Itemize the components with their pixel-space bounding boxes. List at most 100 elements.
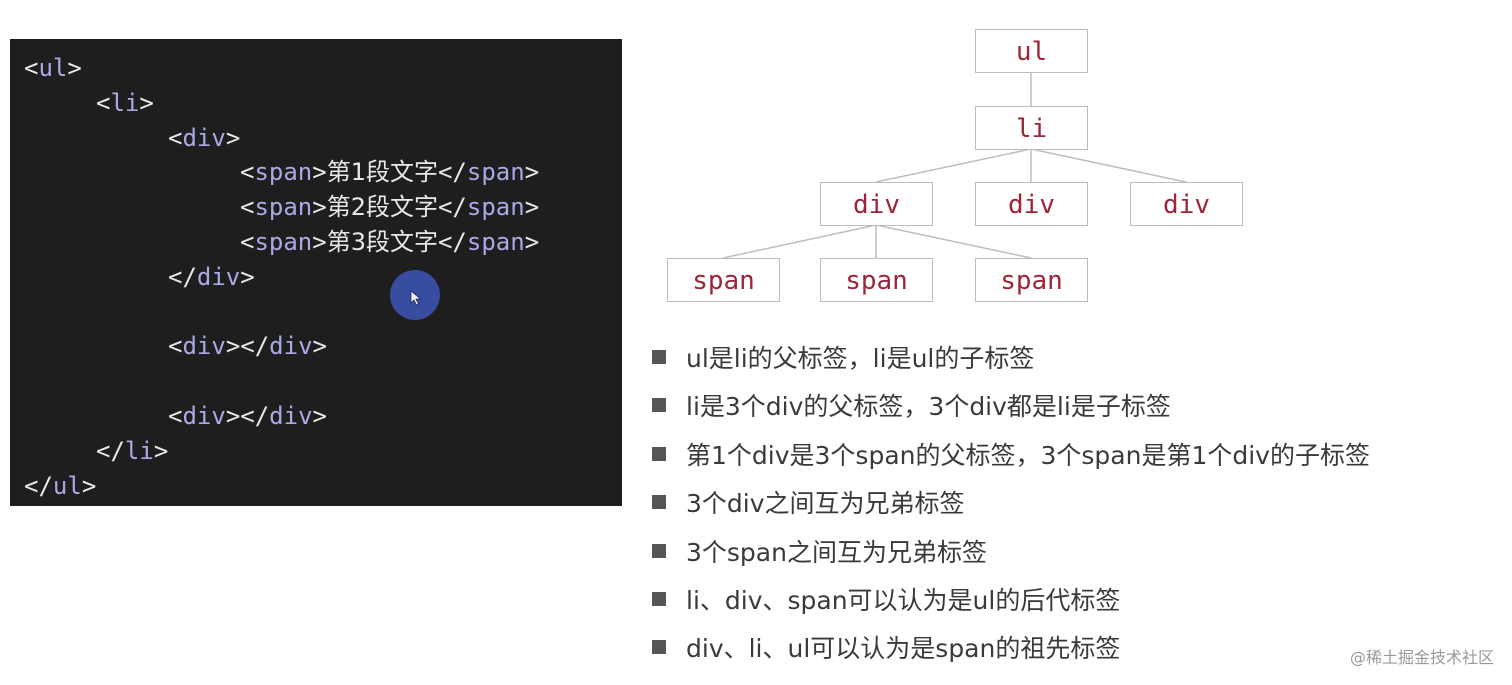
bullet-text: div、li、ul可以认为是span的祖先标签 — [686, 634, 1121, 664]
code-bracket: > — [312, 158, 327, 187]
code-bracket: < — [168, 401, 183, 430]
code-line: <div></div> — [24, 329, 622, 364]
code-bracket: > — [312, 227, 327, 256]
code-text: 第1段文字 — [326, 158, 438, 187]
bullet-item: 3个div之间互为兄弟标签 — [652, 480, 1512, 528]
edge-div1-span3 — [875, 224, 1032, 259]
code-bracket: < — [96, 88, 111, 117]
square-bullet-icon — [652, 350, 666, 364]
code-bracket: </ — [96, 436, 125, 465]
code-line: <span>第3段文字</span> — [24, 225, 622, 260]
code-tag-name: li — [110, 88, 140, 117]
code-editor-panel: <ul><li><div><span>第1段文字</span><span>第2段… — [10, 39, 622, 506]
code-bracket: > — [312, 401, 327, 430]
square-bullet-icon — [652, 543, 666, 558]
bullet-text: 3个div之间互为兄弟标签 — [686, 489, 965, 519]
code-line: </li> — [24, 434, 622, 469]
code-tag-name: div — [196, 262, 241, 291]
code-tag-name: ul — [52, 471, 82, 500]
pointer-cursor-icon — [410, 290, 422, 306]
square-bullet-icon — [652, 640, 666, 655]
watermark: @稀土掘金技术社区 — [1349, 648, 1494, 667]
bullet-text: 3个span之间互为兄弟标签 — [686, 537, 987, 567]
square-bullet-icon — [652, 398, 666, 413]
edge-li-div1 — [875, 148, 1032, 183]
code-bracket: < — [168, 123, 183, 152]
square-bullet-icon — [652, 591, 666, 606]
code-bracket: < — [240, 193, 255, 222]
code-bracket: > — [225, 123, 241, 152]
bullet-text: 第1个div是3个span的父标签，3个span是第1个div的子标签 — [686, 440, 1370, 470]
code-bracket: > — [67, 54, 82, 82]
code-bracket: > — [312, 193, 327, 222]
code-tag-name: div — [182, 332, 226, 361]
code-tag-name: ul — [38, 54, 68, 82]
mouse-cursor-highlight — [390, 270, 440, 320]
dom-tree-diagram: ul li div div div span span span — [640, 0, 1500, 330]
tree-node-div-2: div — [975, 182, 1088, 226]
edge-li-div3 — [1030, 148, 1187, 183]
bullet-item: div、li、ul可以认为是span的祖先标签 — [652, 625, 1512, 673]
square-bullet-icon — [652, 446, 666, 461]
code-bracket: < — [168, 332, 183, 361]
code-bracket: > — [153, 436, 169, 465]
code-tag-name: span — [466, 158, 525, 187]
code-bracket: > — [81, 471, 97, 500]
code-bracket: < — [24, 54, 39, 82]
code-line — [24, 295, 622, 330]
code-line: <li> — [24, 86, 622, 121]
tree-node-ul: ul — [975, 29, 1088, 73]
tree-node-span-3: span — [975, 258, 1088, 302]
code-tag-name: span — [254, 193, 313, 222]
code-bracket: </ — [437, 193, 467, 222]
code-tag-name: span — [466, 227, 525, 256]
code-line: <div> — [24, 121, 622, 156]
tree-node-div-3: div — [1130, 182, 1243, 226]
relationship-bullet-list: ul是li的父标签，li是ul的子标签 li是3个div的父标签，3个div都是… — [652, 335, 1512, 674]
bullet-item: li是3个div的父标签，3个div都是li是子标签 — [652, 383, 1512, 431]
code-line — [24, 364, 622, 399]
code-bracket: </ — [168, 262, 197, 291]
code-bracket: </ — [437, 227, 467, 256]
edge-div1-span1 — [722, 224, 877, 259]
code-bracket: > — [524, 193, 540, 222]
code-bracket: > — [139, 88, 154, 117]
code-bracket: > — [524, 158, 540, 187]
bullet-item: 第1个div是3个span的父标签，3个span是第1个div的子标签 — [652, 432, 1512, 480]
bullet-text: li、div、span可以认为是ul的后代标签 — [686, 585, 1121, 615]
code-text: 第2段文字 — [326, 193, 438, 222]
bullet-text: li是3个div的父标签，3个div都是li是子标签 — [686, 392, 1171, 422]
code-tag-name: div — [182, 123, 226, 152]
tree-node-span-1: span — [667, 258, 780, 302]
code-bracket: < — [240, 158, 255, 187]
code-tag-name: div — [182, 401, 226, 430]
bullet-item: 3个span之间互为兄弟标签 — [652, 529, 1512, 577]
code-line: <span>第1段文字</span> — [24, 155, 622, 190]
tree-connectors — [722, 72, 1187, 259]
code-tag-name: span — [254, 158, 313, 187]
code-tag-name: div — [269, 332, 313, 361]
bullet-item: ul是li的父标签，li是ul的子标签 — [652, 335, 1512, 383]
code-tag-name: span — [254, 227, 313, 256]
code-bracket: </ — [437, 158, 467, 187]
code-tag-name: span — [466, 193, 525, 222]
bullet-text: ul是li的父标签，li是ul的子标签 — [686, 344, 1035, 373]
code-line: </div> — [24, 260, 622, 295]
code-bracket: < — [240, 227, 255, 256]
code-tag-name: div — [269, 401, 313, 430]
code-line: </ul> — [24, 469, 622, 504]
code-bracket: > — [240, 262, 255, 291]
code-bracket: ></ — [225, 401, 270, 430]
tree-node-span-2: span — [820, 258, 933, 302]
code-bracket: </ — [24, 471, 53, 500]
code-bracket: > — [312, 332, 327, 361]
code-text: 第3段文字 — [326, 227, 438, 256]
code-line: <div></div> — [24, 399, 622, 434]
code-line: <span>第2段文字</span> — [24, 190, 622, 225]
bullet-item: li、div、span可以认为是ul的后代标签 — [652, 577, 1512, 625]
code-tag-name: li — [124, 436, 154, 465]
code-line: <ul> — [24, 51, 622, 86]
tree-node-li: li — [975, 106, 1088, 150]
code-lines: <ul><li><div><span>第1段文字</span><span>第2段… — [24, 51, 622, 503]
code-bracket: > — [524, 227, 540, 256]
